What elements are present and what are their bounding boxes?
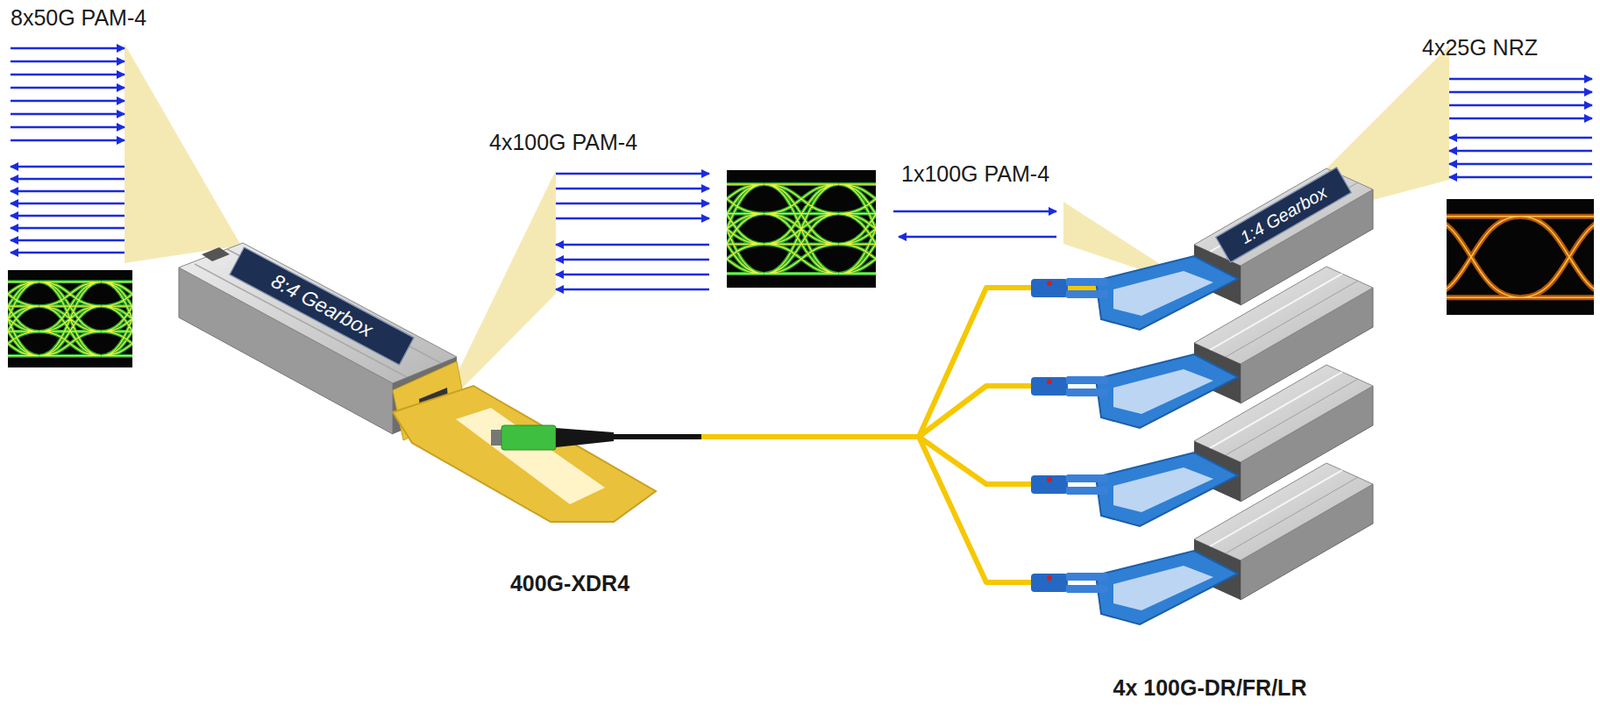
signal-arrows xyxy=(10,165,125,169)
eye-diagram xyxy=(764,184,840,274)
transceiver-module: 400G-XDR4 8:4 Gearbox xyxy=(175,236,702,597)
signal-arrows xyxy=(1449,104,1593,107)
signal-arrows xyxy=(10,86,125,90)
pull-tab xyxy=(392,385,656,522)
pull-tab xyxy=(455,407,605,505)
eye-diagram xyxy=(1520,216,1600,298)
signal-label: 1x100G PAM-4 xyxy=(901,161,1050,187)
signal-arrows xyxy=(1449,91,1593,94)
eye-diagram xyxy=(0,281,164,356)
signal-arrows xyxy=(10,47,125,50)
eye-diagram xyxy=(101,281,164,356)
signal-arrows xyxy=(10,202,125,206)
signal-arrows xyxy=(1449,149,1593,153)
eye-diagram xyxy=(1422,216,1600,298)
signal-arrows xyxy=(555,243,710,247)
signal-arrows xyxy=(10,239,125,242)
signal-arrows xyxy=(555,172,710,176)
mpo-connector xyxy=(555,427,614,448)
signal-arrows xyxy=(10,99,125,103)
mpo-connector xyxy=(490,425,702,450)
signal-arrows xyxy=(1449,117,1593,121)
signal-arrows xyxy=(10,113,125,116)
signal-arrows xyxy=(1449,78,1593,81)
signal-arrows xyxy=(10,214,125,218)
eye-diagram xyxy=(1422,216,1600,298)
signal-arrows xyxy=(10,139,125,143)
module-name: 400G-XDR4 xyxy=(482,570,658,597)
eye-diagram xyxy=(39,281,102,356)
signal-arrows xyxy=(898,235,1057,239)
signal-arrows xyxy=(555,273,710,277)
signal-arrows xyxy=(1449,176,1593,179)
signal-arrows xyxy=(893,210,1057,214)
eye-diagram xyxy=(689,184,914,274)
eye-diagram xyxy=(0,281,164,356)
signal-arrows xyxy=(10,227,125,230)
callout-beam xyxy=(124,43,242,264)
group-caption: 4x 100G-DR/FR/LR xyxy=(1113,675,1308,701)
signal-label: 4x100G PAM-4 xyxy=(489,129,638,156)
qsfp-dd-module xyxy=(201,247,230,262)
eye-diagram xyxy=(39,281,102,356)
signal-label: 4x25G NRZ xyxy=(1422,35,1538,61)
fiber-breakout xyxy=(918,385,1037,583)
eye-diagram xyxy=(764,184,840,274)
signal-arrows xyxy=(10,126,125,129)
pull-tab xyxy=(392,385,656,522)
signal-arrows xyxy=(555,187,710,191)
gearbox-text: 8:4 Gearbox xyxy=(267,270,377,342)
eye-diagram xyxy=(1422,216,1521,298)
eye-diagram xyxy=(1520,216,1600,298)
eye-diagram xyxy=(0,281,40,356)
eye-diagram xyxy=(689,184,914,274)
signal-arrows xyxy=(555,288,710,292)
signal-arrows xyxy=(555,202,710,206)
gearbox-label: 8:4 Gearbox xyxy=(228,246,414,365)
eye-diagram xyxy=(689,184,765,274)
signal-label: 8x50G PAM-4 xyxy=(10,5,147,31)
signal-arrows xyxy=(10,73,125,77)
signal-arrows xyxy=(555,258,710,262)
eye-diagram xyxy=(0,281,164,356)
signal-arrows xyxy=(1449,163,1593,166)
qsfp-dd-module xyxy=(178,242,457,384)
mpo-connector xyxy=(613,433,702,440)
eye-diagram xyxy=(1422,216,1600,298)
eye-diagram xyxy=(101,281,164,356)
signal-arrows xyxy=(10,190,125,193)
eye-diagram xyxy=(839,184,914,274)
mpo-connector xyxy=(501,425,556,450)
signal-arrows xyxy=(10,251,125,255)
signal-arrows xyxy=(555,217,710,221)
eye-diagram xyxy=(689,184,765,274)
qsfp28-module xyxy=(1031,462,1373,625)
eye-diagram xyxy=(0,281,40,356)
signal-arrows xyxy=(10,60,125,64)
eye-diagram xyxy=(1422,216,1521,298)
eye-diagram xyxy=(839,184,914,274)
eye-diagram xyxy=(689,184,914,274)
fiber-breakout xyxy=(918,385,1037,583)
signal-arrows xyxy=(1449,136,1593,140)
signal-arrows xyxy=(10,177,125,181)
qsfp28-module xyxy=(1031,168,1373,625)
